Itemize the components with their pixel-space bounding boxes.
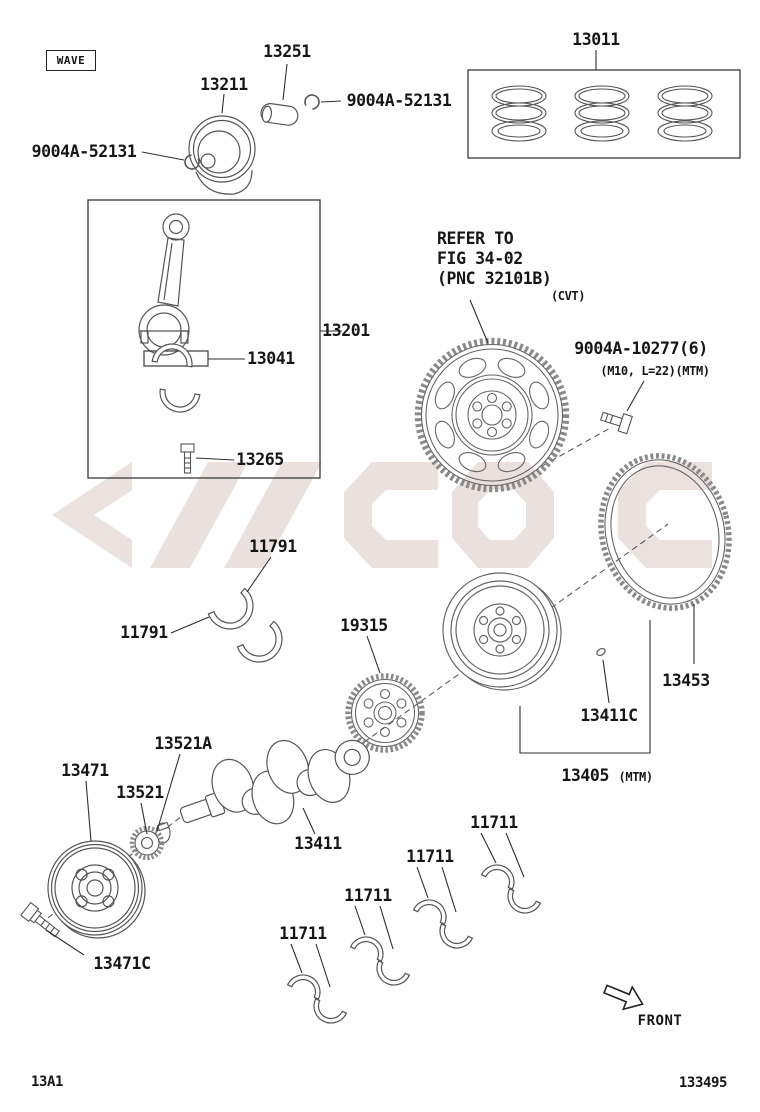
part-label-thrust-washer-lower: 11791	[120, 622, 168, 642]
part-label-piston-ring-set: 13011	[572, 29, 620, 49]
ring-gear-drawing	[598, 453, 732, 611]
crankshaft-drawing	[179, 739, 370, 825]
sprocket-drawing	[129, 821, 171, 861]
part-label-rod-bearing: 13041	[247, 348, 295, 368]
part-label-crank-key: 13521A	[154, 733, 212, 753]
part-label-snap-ring-left: 9004A-52131	[31, 141, 137, 161]
part-label-piston: 13211	[200, 74, 248, 94]
part-label-rod-bolt: 13265	[236, 449, 284, 469]
drive-plate-drawing	[414, 337, 570, 493]
front-label: FRONT	[637, 1013, 683, 1029]
flywheel-drawing	[442, 572, 562, 691]
rod-bearing-drawing	[143, 343, 209, 413]
drive-plate-bolt-drawing	[600, 411, 633, 435]
part-label-drive-plate-bolt: 9004A-10277(6)	[574, 338, 708, 358]
part-label-pulley: 13471	[61, 760, 109, 780]
connecting-rod-box	[87, 199, 321, 479]
front-arrow-icon	[602, 984, 644, 1011]
piston-drawing	[188, 115, 256, 195]
main-bearing-group-4	[480, 858, 542, 920]
flywheel-pin-drawing	[596, 647, 606, 657]
doc-number: 133495	[678, 1075, 728, 1091]
part-label-pulley-bolt: 13471C	[93, 953, 151, 973]
part-label-piston-pin: 13251	[263, 41, 311, 61]
snap-ring-left-drawing	[184, 154, 200, 170]
part-label-main-bearing-1: 11711	[279, 923, 327, 943]
snap-ring-right-drawing	[304, 94, 320, 110]
part-label-main-bearing-2: 11711	[344, 885, 392, 905]
pulley-bolt-drawing	[20, 901, 60, 938]
part-label-thrust-washer-upper: 11791	[249, 536, 297, 556]
connecting-rod-drawing	[138, 213, 190, 356]
page-code: 13A1	[30, 1074, 64, 1090]
main-bearing-group-3	[412, 893, 474, 955]
part-label-sprocket: 13521	[116, 782, 164, 802]
piston-ring-set-box	[467, 69, 741, 159]
part-label-connecting-rod: 13201	[322, 320, 370, 340]
part-label-ring-gear: 13453	[662, 670, 710, 690]
thrust-washers-drawing	[207, 587, 283, 663]
flywheel-spec: (MTM)	[618, 769, 654, 784]
timing-gear-drawing	[345, 673, 425, 753]
part-label-crankshaft: 13411	[294, 833, 342, 853]
part-label-snap-ring-right: 9004A-52131	[346, 90, 452, 110]
part-label-main-bearing-3: 11711	[406, 846, 454, 866]
leader-lines	[45, 50, 695, 988]
flywheel-number: 13405	[561, 765, 609, 785]
refer-note-line3: (PNC 32101B)	[437, 269, 552, 288]
refer-note: REFER TO FIG 34-02 (PNC 32101B)	[437, 229, 552, 289]
part-label-drive-plate-bolt-spec: (M10, L=22)(MTM)	[600, 364, 710, 378]
part-label-main-bearing-4: 11711	[470, 812, 518, 832]
refer-note-cvt: (CVT)	[550, 289, 586, 303]
refer-note-line2: FIG 34-02	[437, 249, 523, 268]
refer-note-line1: REFER TO	[437, 229, 514, 248]
pulley-drawing	[47, 840, 146, 939]
part-label-flywheel-pin: 13411C	[580, 705, 638, 725]
part-label-flywheel: 13405 (MTM)	[561, 765, 654, 785]
main-bearing-group-1	[286, 968, 348, 1030]
piston-pin-drawing	[260, 103, 299, 126]
main-bearing-group-2	[349, 930, 411, 992]
wave-badge: WAVE	[46, 50, 96, 71]
part-label-timing-gear: 19315	[340, 615, 388, 635]
rod-bolt-drawing	[180, 443, 195, 474]
